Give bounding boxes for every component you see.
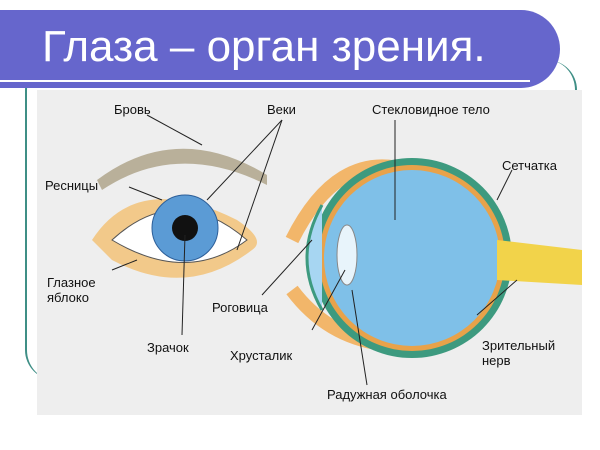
optic-nerve-shape: [497, 240, 582, 285]
pupil-shape: [172, 215, 198, 241]
label-lens: Хрусталик: [230, 348, 293, 363]
vitreous-body: [324, 170, 500, 346]
label-vitreous-body: Стекловидное тело: [372, 102, 490, 117]
label-eyebrow: Бровь: [114, 102, 151, 117]
label-optic-nerve: Зрительный нерв: [482, 338, 556, 368]
eye-anatomy-illustration: Бровь Веки Стекловидное тело Ресницы Сет…: [37, 90, 582, 415]
cornea-shape: [305, 204, 324, 311]
label-cornea: Роговица: [212, 300, 268, 315]
eyebrow-shape: [97, 148, 267, 190]
leader-lines: [111, 114, 518, 386]
title-underline: [0, 80, 530, 82]
lens-shape: [336, 224, 358, 286]
slide-title: Глаза – орган зрения.: [42, 22, 486, 71]
label-eyelids: Веки: [267, 102, 296, 117]
label-retina: Сетчатка: [502, 158, 558, 173]
label-eyelashes: Ресницы: [45, 178, 99, 193]
label-iris: Радужная оболочка: [327, 387, 447, 402]
title-bar: [0, 10, 560, 88]
label-eyeball: Глазное яблоко: [47, 275, 96, 305]
label-pupil: Зрачок: [147, 340, 189, 355]
eye-diagram: [92, 114, 582, 386]
